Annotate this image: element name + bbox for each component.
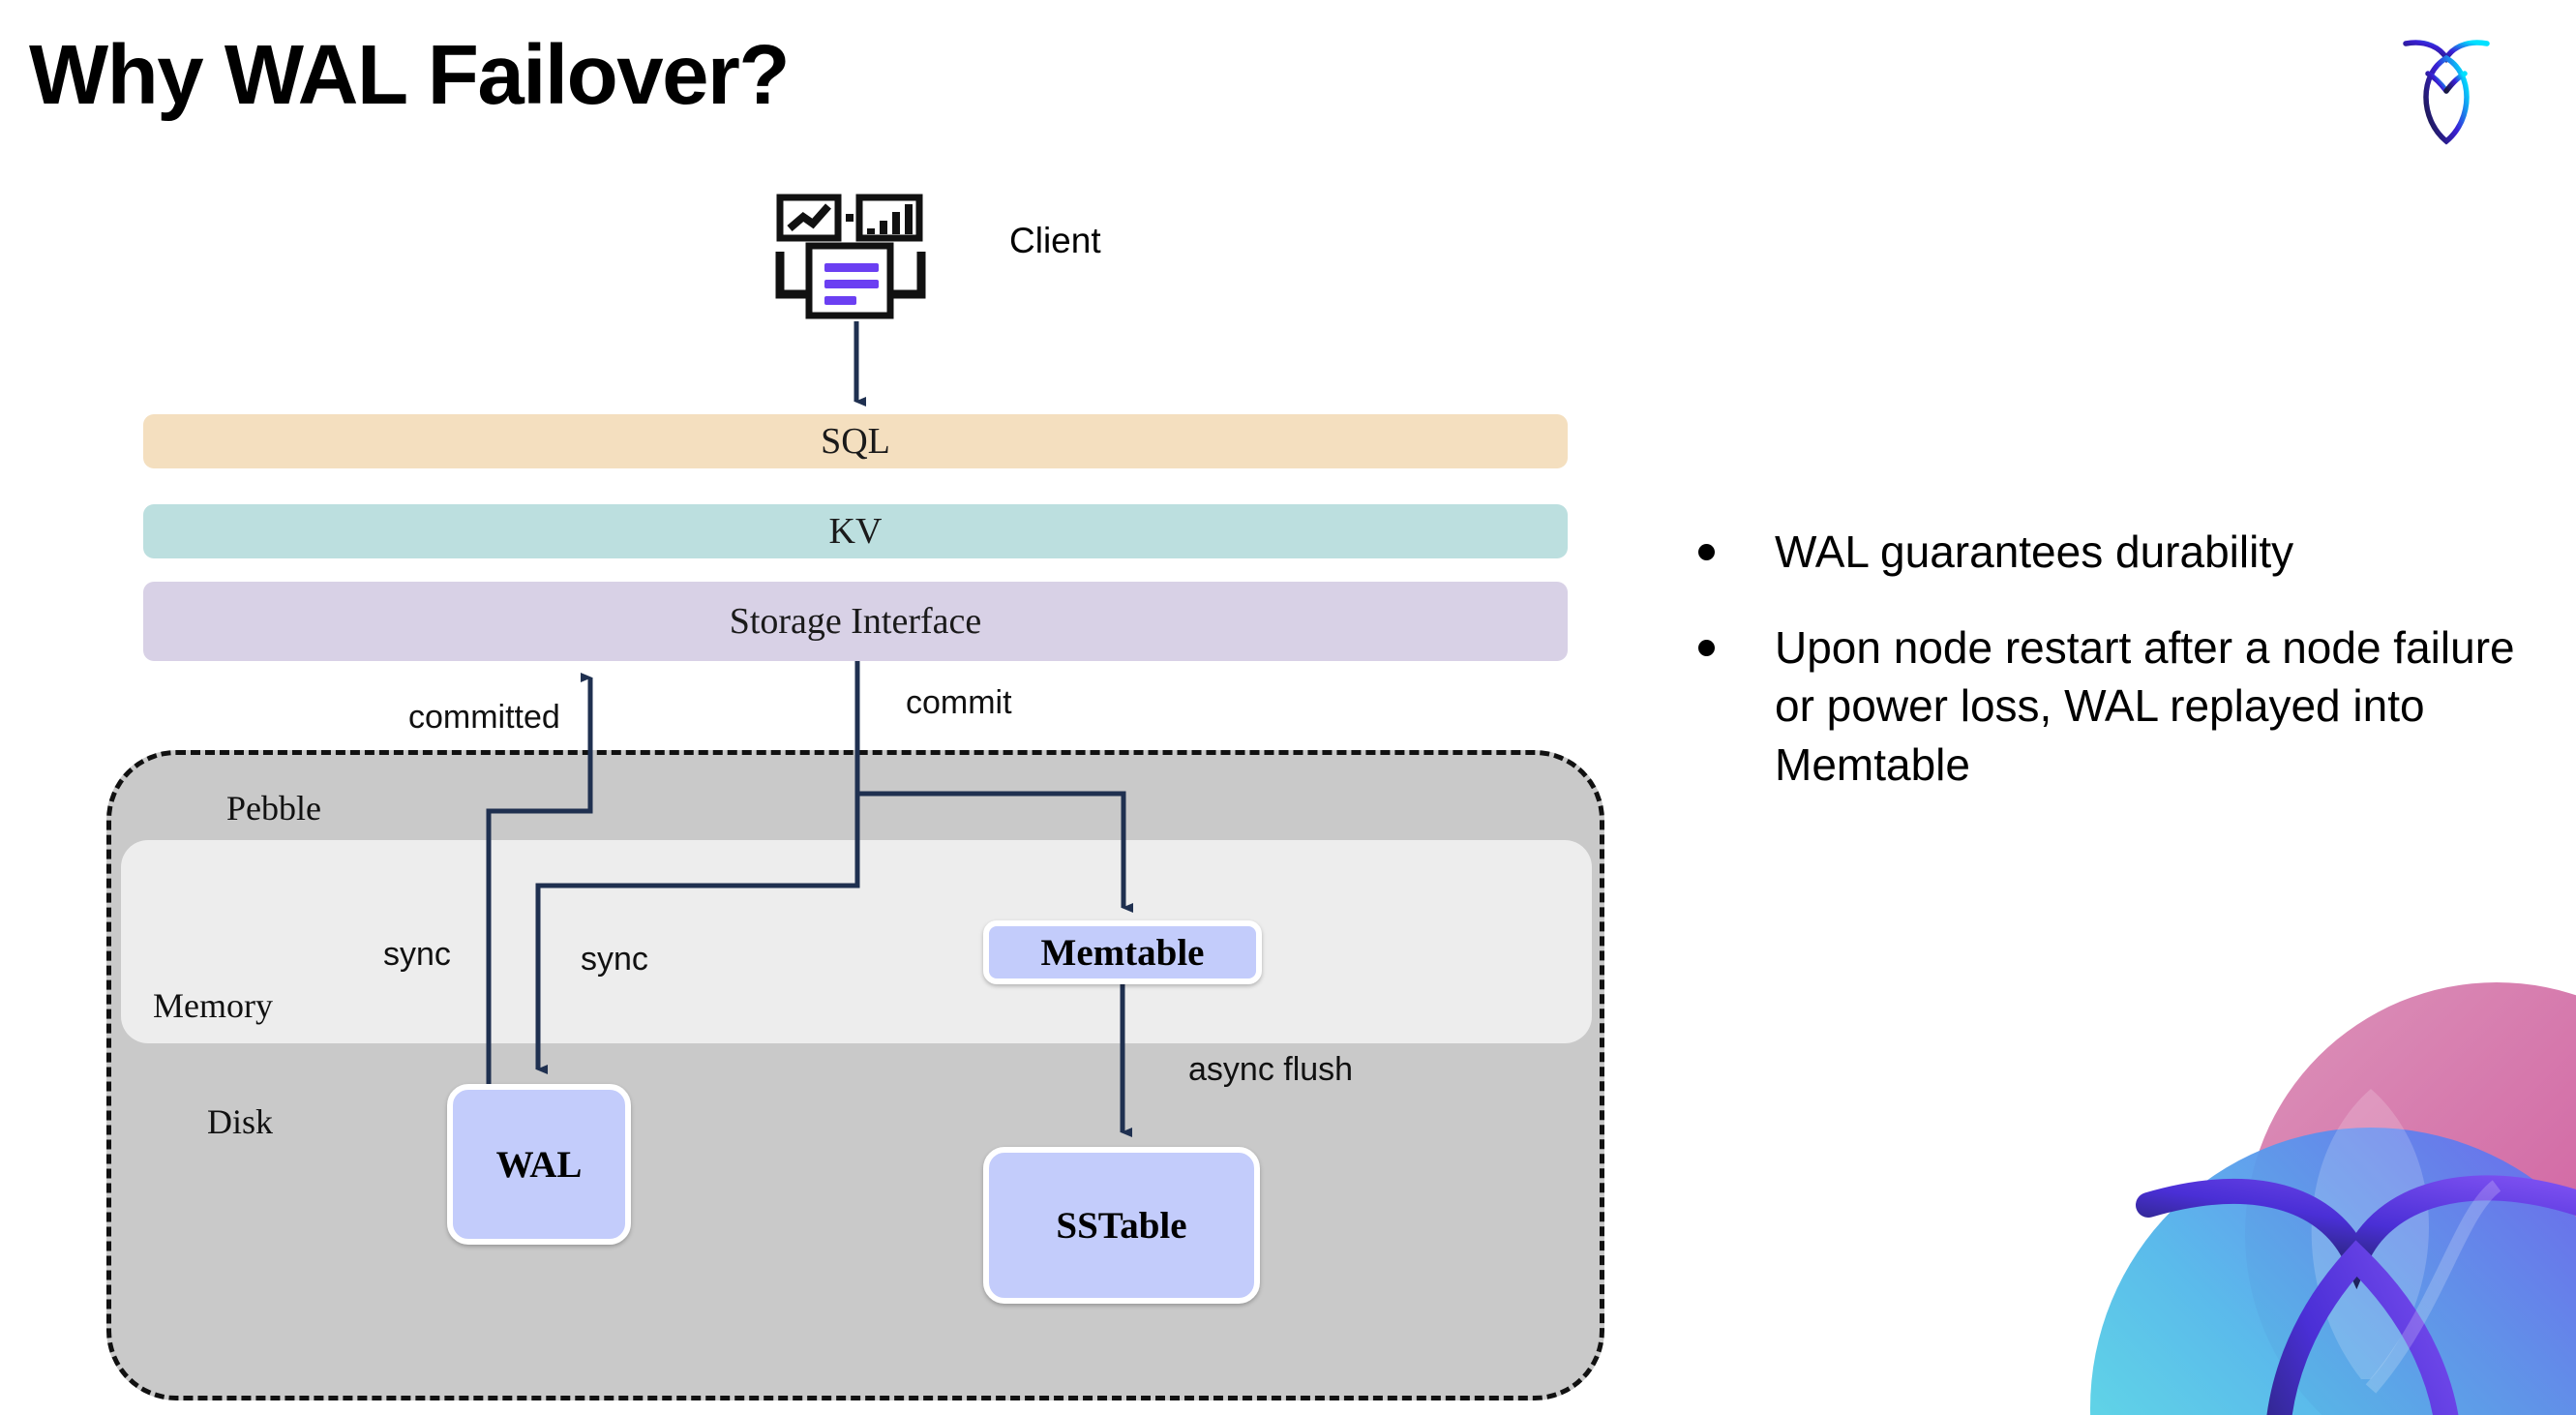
client-label: Client [1009, 221, 1101, 260]
node-sstable: SSTable [983, 1147, 1260, 1304]
memory-label: Memory [153, 986, 273, 1025]
list-item: Upon node restart after a node failure o… [1698, 618, 2521, 795]
wal-architecture-diagram: Client SQL KV Storage Interface Pebble M… [106, 194, 1604, 1400]
edge-label-committed: committed [408, 699, 560, 736]
edge-label-commit: commit [906, 684, 1012, 721]
layer-bar-sql: SQL [143, 414, 1568, 468]
pebble-label: Pebble [226, 789, 321, 828]
node-wal: WAL [447, 1084, 631, 1245]
bullet-text: WAL guarantees durability [1775, 527, 2294, 577]
bullet-list: WAL guarantees durability Upon node rest… [1698, 523, 2521, 831]
edge-label-async-flush: async flush [1188, 1051, 1354, 1088]
edge-label-sync-right: sync [581, 941, 648, 978]
list-item: WAL guarantees durability [1698, 523, 2521, 582]
decorative-gradient-graphic [1955, 924, 2576, 1415]
disk-label: Disk [207, 1102, 274, 1141]
edge-label-sync-left: sync [383, 936, 451, 973]
layer-bar-kv: KV [143, 504, 1568, 558]
bullet-dot-icon [1698, 639, 1715, 656]
memory-zone [121, 840, 1592, 1043]
node-memtable: Memtable [983, 920, 1262, 984]
layer-bar-storage: Storage Interface [143, 582, 1568, 661]
client-dashboard-icon [774, 194, 929, 319]
cockroachdb-logo [2398, 27, 2495, 153]
bullet-text: Upon node restart after a node failure o… [1775, 621, 2515, 791]
page-title: Why WAL Failover? [29, 28, 791, 122]
bullet-dot-icon [1698, 544, 1715, 560]
